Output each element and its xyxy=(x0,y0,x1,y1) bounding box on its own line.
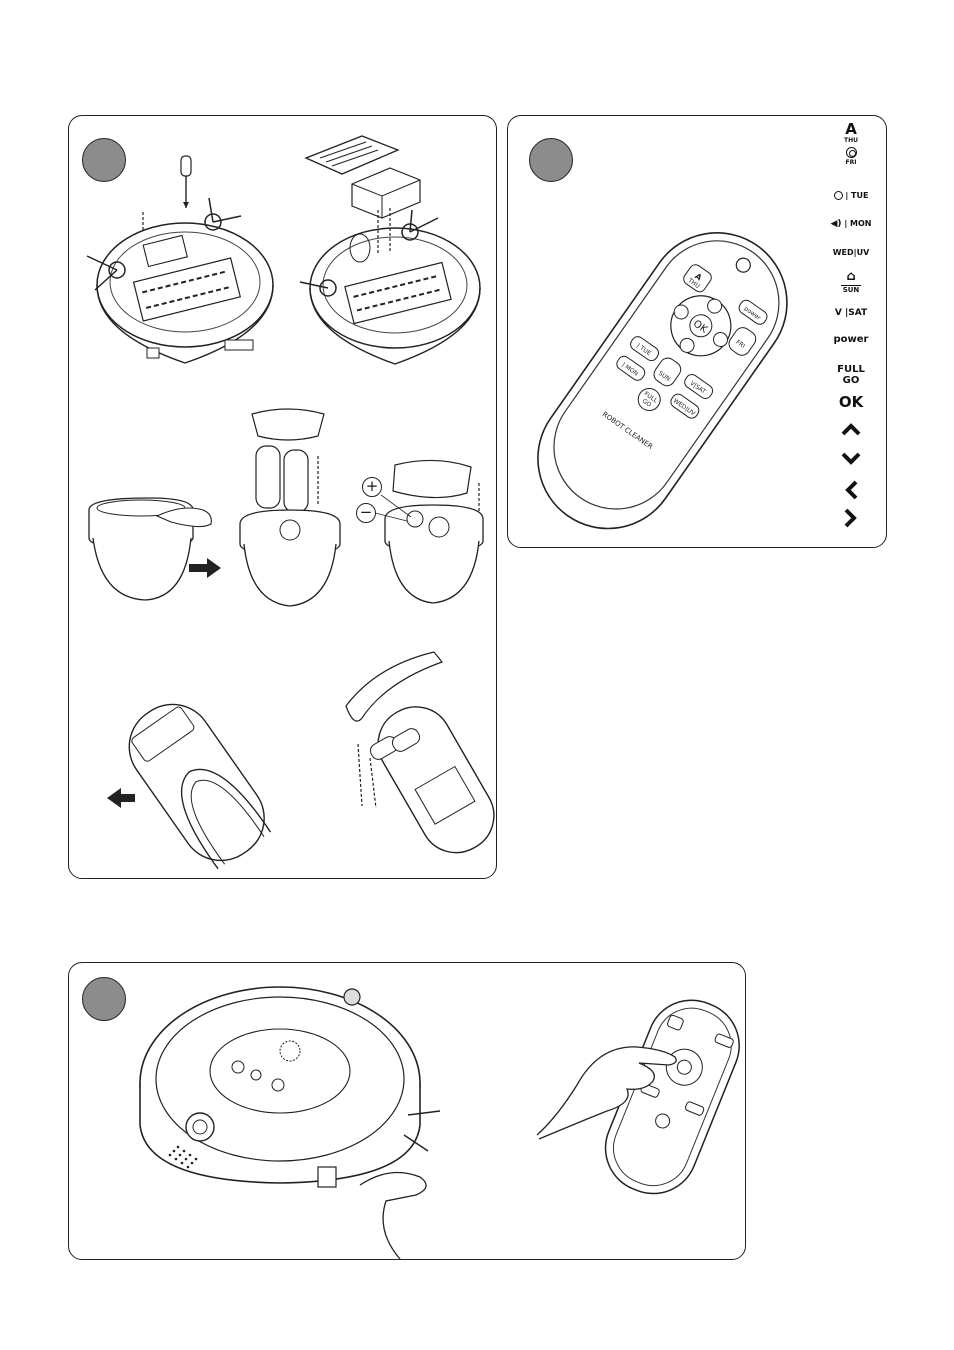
battery-compartment-open-illustration xyxy=(88,497,221,601)
robot-top-view-illustration xyxy=(139,986,441,1260)
svg-text:FRI: FRI xyxy=(735,339,747,350)
remote-a-thu-button[interactable]: A THU xyxy=(681,262,713,294)
remote-timer-tue-button[interactable]: | TUE xyxy=(628,334,661,363)
legend-v-sat: V |SAT xyxy=(834,308,868,318)
legend-full-go: FULL GO xyxy=(837,364,865,386)
remote-ok-button[interactable] xyxy=(686,310,717,341)
legend-home-sun: ⌂ SUN xyxy=(820,270,882,294)
battery-close-lid-illustration xyxy=(374,459,484,604)
svg-text:GO: GO xyxy=(641,398,653,409)
polarity-plus-icon: + xyxy=(362,477,382,497)
speaker-icon: ◀) xyxy=(830,219,842,229)
legend-a-letter: A xyxy=(845,120,857,138)
remote-down-button[interactable] xyxy=(677,336,696,355)
svg-text:A: A xyxy=(693,272,704,283)
battery-insert-illustration xyxy=(239,408,341,607)
remote-right-button[interactable] xyxy=(711,330,730,349)
home-icon: ⌂ xyxy=(846,269,856,284)
legend-chevron-right-icon xyxy=(820,508,882,531)
legend-fri-label: FRI xyxy=(845,159,857,166)
legend-chevron-up-icon xyxy=(820,422,882,439)
step-badge-1 xyxy=(82,138,126,182)
step-badge-3 xyxy=(82,977,126,1021)
robot-bottom-brush-illustration xyxy=(86,155,274,364)
legend-thu-fri: A THU FRI xyxy=(820,122,882,166)
remote-control-illustration: A THU power FRI OK | TUE SUN V|SAT xyxy=(537,232,788,530)
legend-ok: OK xyxy=(838,393,864,411)
remote-battery-insert-illustration xyxy=(345,651,495,854)
legend-volume-mon: ◀) | MON xyxy=(830,219,872,229)
remote-up-button[interactable] xyxy=(705,296,724,315)
remote-left-button[interactable] xyxy=(671,302,690,321)
remote-vsat-button[interactable]: V|SAT xyxy=(682,372,715,401)
hand-pressing-remote-illustration xyxy=(536,999,740,1195)
legend-wed-uv: WED|UV xyxy=(832,248,870,257)
polarity-minus-icon: − xyxy=(356,503,376,523)
legend-chevron-down-icon xyxy=(820,452,882,469)
remote-cover-slide-illustration xyxy=(107,703,272,870)
robot-bottom-filter-illustration xyxy=(299,135,481,365)
legend-fan-icon xyxy=(845,147,857,158)
legend-thu-label: THU xyxy=(844,137,858,144)
legend-timer-tue: | TUE xyxy=(820,191,882,200)
legend-power: power xyxy=(833,334,869,345)
remote-home-sun-button[interactable]: SUN xyxy=(651,355,684,389)
remote-fri-button[interactable]: FRI xyxy=(726,324,759,358)
step-badge-2 xyxy=(529,138,573,182)
legend-chevron-left-icon xyxy=(820,480,882,503)
clock-icon xyxy=(833,191,843,200)
remote-full-go-button[interactable]: FULL GO xyxy=(634,384,665,415)
